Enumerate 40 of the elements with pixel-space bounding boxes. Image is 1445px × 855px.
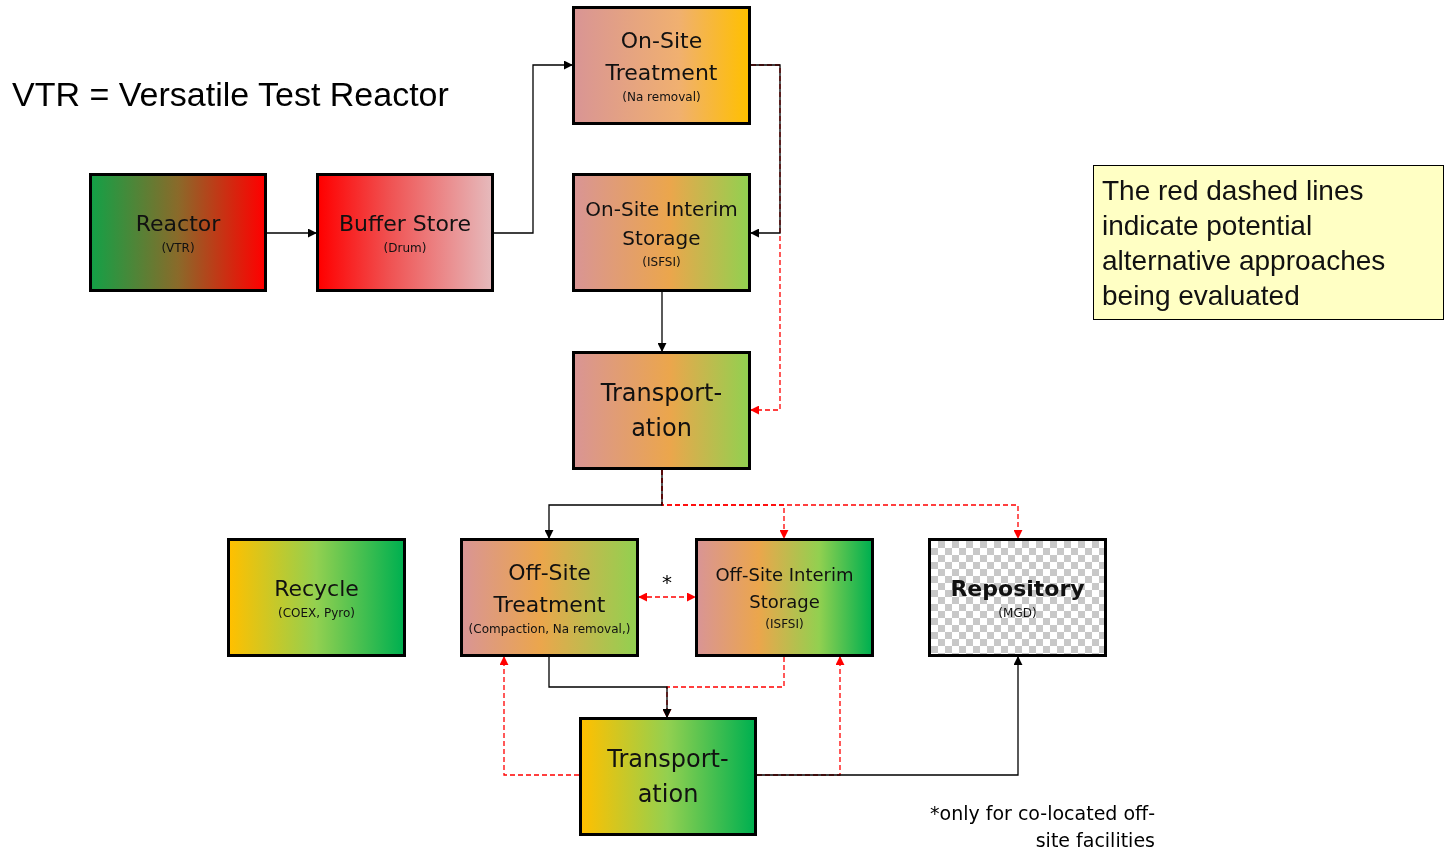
box-title: Off-Site Interim Storage	[714, 563, 855, 614]
box-title: Transport- ation	[599, 377, 724, 444]
process-box	[579, 717, 757, 836]
arrow	[266, 228, 317, 238]
box-subtitle: (COEX, Pyro)	[278, 605, 355, 623]
dashed-arrow	[638, 592, 696, 602]
process-box	[928, 538, 1107, 657]
box-title: Off-Site Treatment	[492, 558, 607, 619]
note-box	[1093, 165, 1444, 320]
box-subtitle: (Drum)	[383, 240, 427, 258]
process-box	[572, 173, 751, 292]
process-box	[316, 173, 494, 292]
box-subtitle: (Na removal)	[622, 89, 701, 107]
box-subtitle: (ISFSI)	[765, 615, 804, 633]
box-title: Buffer Store	[339, 209, 471, 238]
note-text: The red dashed lines indicate potential alternative approaches being evaluated	[1102, 173, 1387, 313]
box-title: On-Site Treatment	[604, 26, 719, 87]
box-title: Recycle	[274, 574, 359, 603]
process-box	[572, 6, 751, 125]
arrow	[493, 60, 573, 234]
footnote: *only for co-located off-site facilities	[929, 801, 1155, 853]
dashed-arrow	[499, 656, 580, 776]
title-text: VTR = Versatile Test Reactor	[12, 75, 450, 114]
arrow	[756, 656, 1023, 776]
box-subtitle: (ISFSI)	[642, 253, 681, 271]
process-box	[89, 173, 267, 292]
arrow	[544, 469, 663, 539]
arrow	[750, 64, 781, 238]
process-box	[460, 538, 639, 657]
process-box	[572, 351, 751, 470]
box-title: Repository	[950, 574, 1085, 603]
box-subtitle: (Compaction, Na removal,)	[468, 621, 631, 639]
arrow	[548, 656, 672, 718]
box-subtitle: (MGD)	[998, 605, 1037, 623]
box-title: On-Site Interim Storage	[584, 195, 739, 252]
arrow	[657, 291, 667, 352]
box-title: Reactor	[135, 209, 221, 238]
process-box	[227, 538, 406, 657]
box-subtitle: (VTR)	[161, 240, 195, 258]
process-box	[695, 538, 874, 657]
